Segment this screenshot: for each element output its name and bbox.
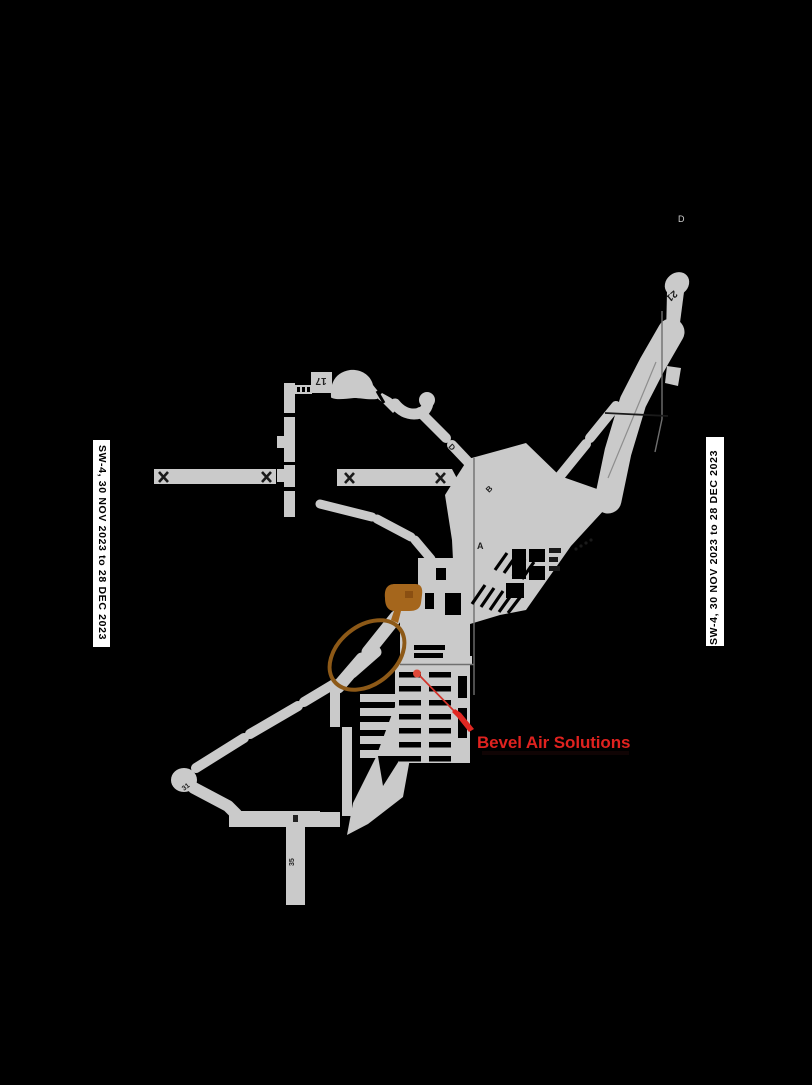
svg-text:D: D <box>678 214 685 224</box>
svg-text:B: B <box>484 484 495 495</box>
svg-text:SW-4, 30 NOV 2023 to 28 DEC 20: SW-4, 30 NOV 2023 to 28 DEC 2023 <box>708 450 720 645</box>
svg-text:35: 35 <box>289 858 296 866</box>
svg-text:SW-4, 30 NOV 2023 to 28 DEC 20: SW-4, 30 NOV 2023 to 28 DEC 2023 <box>96 445 108 640</box>
svg-text:Bevel Air Solutions: Bevel Air Solutions <box>477 733 630 752</box>
svg-text:17: 17 <box>315 375 327 386</box>
svg-text:D: D <box>447 442 458 453</box>
svg-text:31: 31 <box>181 782 192 792</box>
svg-text:A: A <box>477 541 484 551</box>
